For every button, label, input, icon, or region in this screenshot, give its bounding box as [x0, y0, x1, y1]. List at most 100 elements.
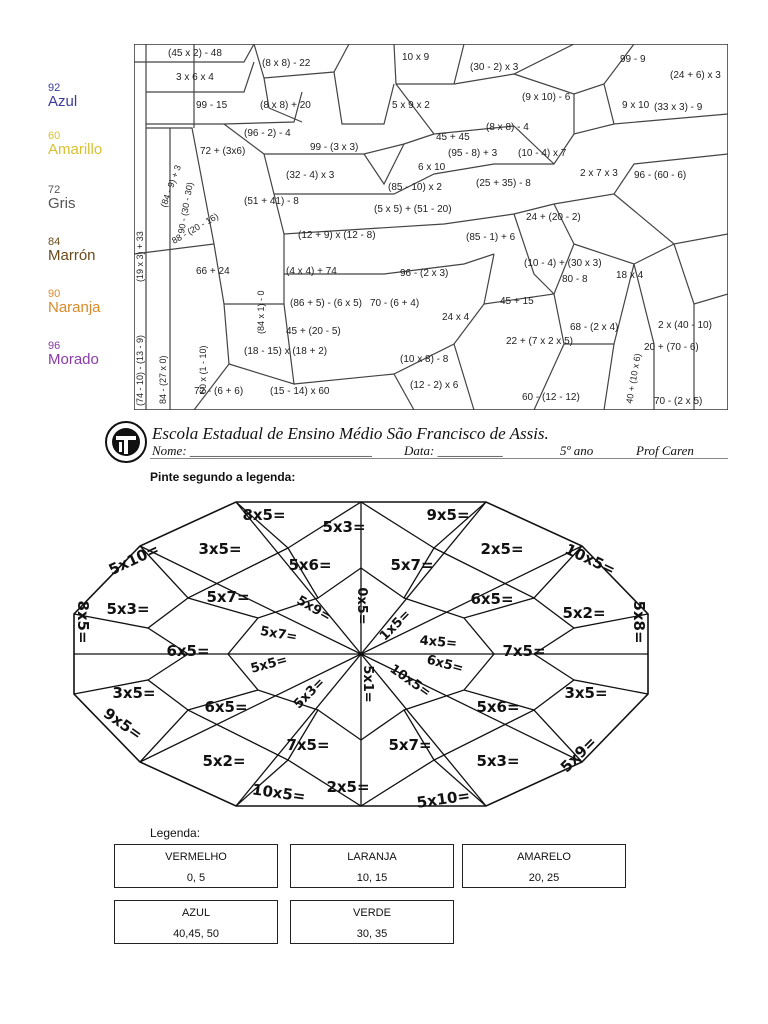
expr: 45 + (20 - 5): [286, 326, 341, 337]
header-divider: [150, 458, 728, 459]
expr: 22 + (7 x 2 x 5): [506, 336, 573, 347]
data-field: Data: __________: [404, 443, 503, 458]
expr: 3 x 6 x 4: [176, 72, 214, 83]
mandala-cell: 7x5=: [286, 736, 329, 754]
expr: (15 - 14) x 60: [270, 386, 330, 397]
legend-color-name: VERMELHO: [165, 851, 227, 863]
expr: (5 x 5) + (51 - 20): [374, 204, 452, 215]
legend-box-laranja: LARANJA 10, 15: [290, 844, 454, 888]
expr: 24 + (20 - 2): [526, 212, 581, 223]
mandala-cell: 6x5=: [166, 642, 209, 660]
mandala-cell: 0x5=: [354, 587, 369, 624]
expr: (12 + 9) x (12 - 8): [298, 230, 376, 241]
expr: 70 - (2 x 5): [654, 396, 702, 407]
legend-title: Legenda:: [150, 826, 201, 840]
mandala-cell: 3x5=: [112, 684, 155, 702]
expr: (95 - 8) + 3: [448, 148, 498, 159]
legend-entry-morado: 96 Morado: [48, 340, 99, 368]
expr: 72 + (3x6): [200, 146, 245, 157]
expr: (30 - 2) x 3: [470, 62, 519, 73]
mandala-cell: 2x5=: [480, 540, 523, 558]
mandala-cell: 5x7=: [388, 736, 431, 754]
multiplication-mandala: 8x5= 5x3= 9x5= 3x5= 5x6= 5x7= 2x5= 10x5=…: [73, 501, 649, 812]
legend-entry-naranja: 90 Naranja: [48, 288, 101, 316]
expr: 9 x 10: [622, 100, 650, 111]
legend-color-name: AZUL: [181, 907, 211, 919]
expr: (33 x 3) - 9: [654, 102, 703, 113]
expr: 99 - 15: [196, 100, 228, 111]
expr: 5 x 9 x 2: [392, 100, 430, 111]
mandala-cell: 5x7=: [259, 624, 298, 645]
mandala-cell: 8x5=: [74, 600, 92, 643]
mandala-cell: 5x8=: [630, 600, 648, 643]
expr: (84 x 1) - 0: [256, 290, 266, 334]
expr: 60 x (1 - 10): [198, 345, 208, 394]
school-title: Escola Estadual de Ensino Médio São Fran…: [152, 424, 549, 443]
expr: (19 x 3) + 33: [135, 231, 145, 282]
legend-values: 20, 25: [528, 872, 560, 884]
mandala-cell: 5x6=: [476, 698, 519, 716]
mandala-cell: 9x5=: [426, 506, 469, 524]
mosaic-puzzle: (45 x 2) - 48 (8 x 8) - 22 10 x 9 (30 - …: [134, 44, 728, 410]
expr: (12 - 2) x 6: [410, 380, 459, 391]
legend-values: 0, 5: [186, 872, 206, 884]
mandala-cell: 4x5=: [419, 633, 458, 651]
expr: (45 x 2) - 48: [168, 48, 222, 59]
expr: (86 + 5) - (6 x 5): [290, 298, 362, 309]
expr: (96 - 2) - 4: [244, 128, 291, 139]
grade-label: 5º ano: [560, 443, 594, 458]
legend-entry-marron: 84 Marrón: [48, 236, 96, 264]
expr: (74 - 10) - (13 - 9): [135, 335, 145, 406]
mandala-cell: 5x2=: [202, 752, 245, 770]
expr: 18 x 4: [616, 270, 644, 281]
legend-box-azul: AZUL 40,45, 50: [114, 900, 278, 944]
legend-box-verde: VERDE 30, 35: [290, 900, 454, 944]
expr: 84 - (27 x 0): [158, 355, 168, 404]
expr: 10 x 9: [402, 52, 430, 63]
mandala-cell: 5x7=: [390, 556, 433, 574]
expr: 2 x 7 x 3: [580, 168, 618, 179]
expr: 20 + (70 - 6): [644, 342, 699, 353]
expr: (8 x 8) - 22: [262, 58, 311, 69]
expr: (24 + 6) x 3: [670, 70, 721, 81]
expr: (85 - 1) + 6: [466, 232, 516, 243]
expr: 24 x 4: [442, 312, 470, 323]
expr: (18 - 15) x (18 + 2): [244, 346, 327, 357]
mandala-cell: 7x5=: [502, 642, 545, 660]
expr: (8 x 8) - 4: [486, 122, 529, 133]
expr: 45 + 15: [500, 296, 534, 307]
legend-color-name: VERDE: [353, 907, 391, 919]
expr: 2 x (40 - 10): [658, 320, 712, 331]
mandala-cell: 5x6=: [288, 556, 331, 574]
nome-field: Nome: ____________________________: [152, 443, 372, 458]
mandala-cell: 3x5=: [198, 540, 241, 558]
legend-box-amarelo: AMARELO 20, 25: [462, 844, 626, 888]
legend-entry-azul: 92 Azul: [48, 82, 78, 110]
mandala-cell: 6x5=: [470, 590, 513, 608]
expr: 96 - (2 x 3): [400, 268, 448, 279]
mandala-cell: 5x2=: [562, 604, 605, 622]
expr: (10 - 4) + (30 x 3): [524, 258, 602, 269]
expr: 66 + 24: [196, 266, 230, 277]
expr: (25 + 35) - 8: [476, 178, 531, 189]
mandala-cell: 5x7=: [206, 588, 249, 606]
expr: (10 x 8) - 8: [400, 354, 449, 365]
expr: 70 - (6 + 4): [370, 298, 419, 309]
expr: (4 x 4) + 74: [286, 266, 337, 277]
expr: 72 - (6 + 6): [194, 386, 243, 397]
mandala-cell: 2x5=: [326, 778, 369, 796]
mandala-cell: 8x5=: [242, 506, 285, 524]
expr: (51 + 41) - 8: [244, 196, 299, 207]
mandala-cell: 5x3=: [322, 518, 365, 536]
legend-values: 30, 35: [356, 928, 388, 940]
expr: (10 - 4) x 7: [518, 148, 567, 159]
expr: 96 - (60 - 6): [634, 170, 686, 181]
expr: (8 x 8) + 20: [260, 100, 311, 111]
expr: 99 - 9: [620, 54, 646, 65]
legend-values: 10, 15: [356, 872, 388, 884]
legend-box-vermelho: VERMELHO 0, 5: [114, 844, 278, 888]
expr: 68 - (2 x 4): [570, 322, 618, 333]
expr: 45 + 45: [436, 132, 470, 143]
instruction-text: Pinte segundo a legenda:: [150, 470, 296, 484]
mandala-cell: 5x3=: [106, 600, 149, 618]
